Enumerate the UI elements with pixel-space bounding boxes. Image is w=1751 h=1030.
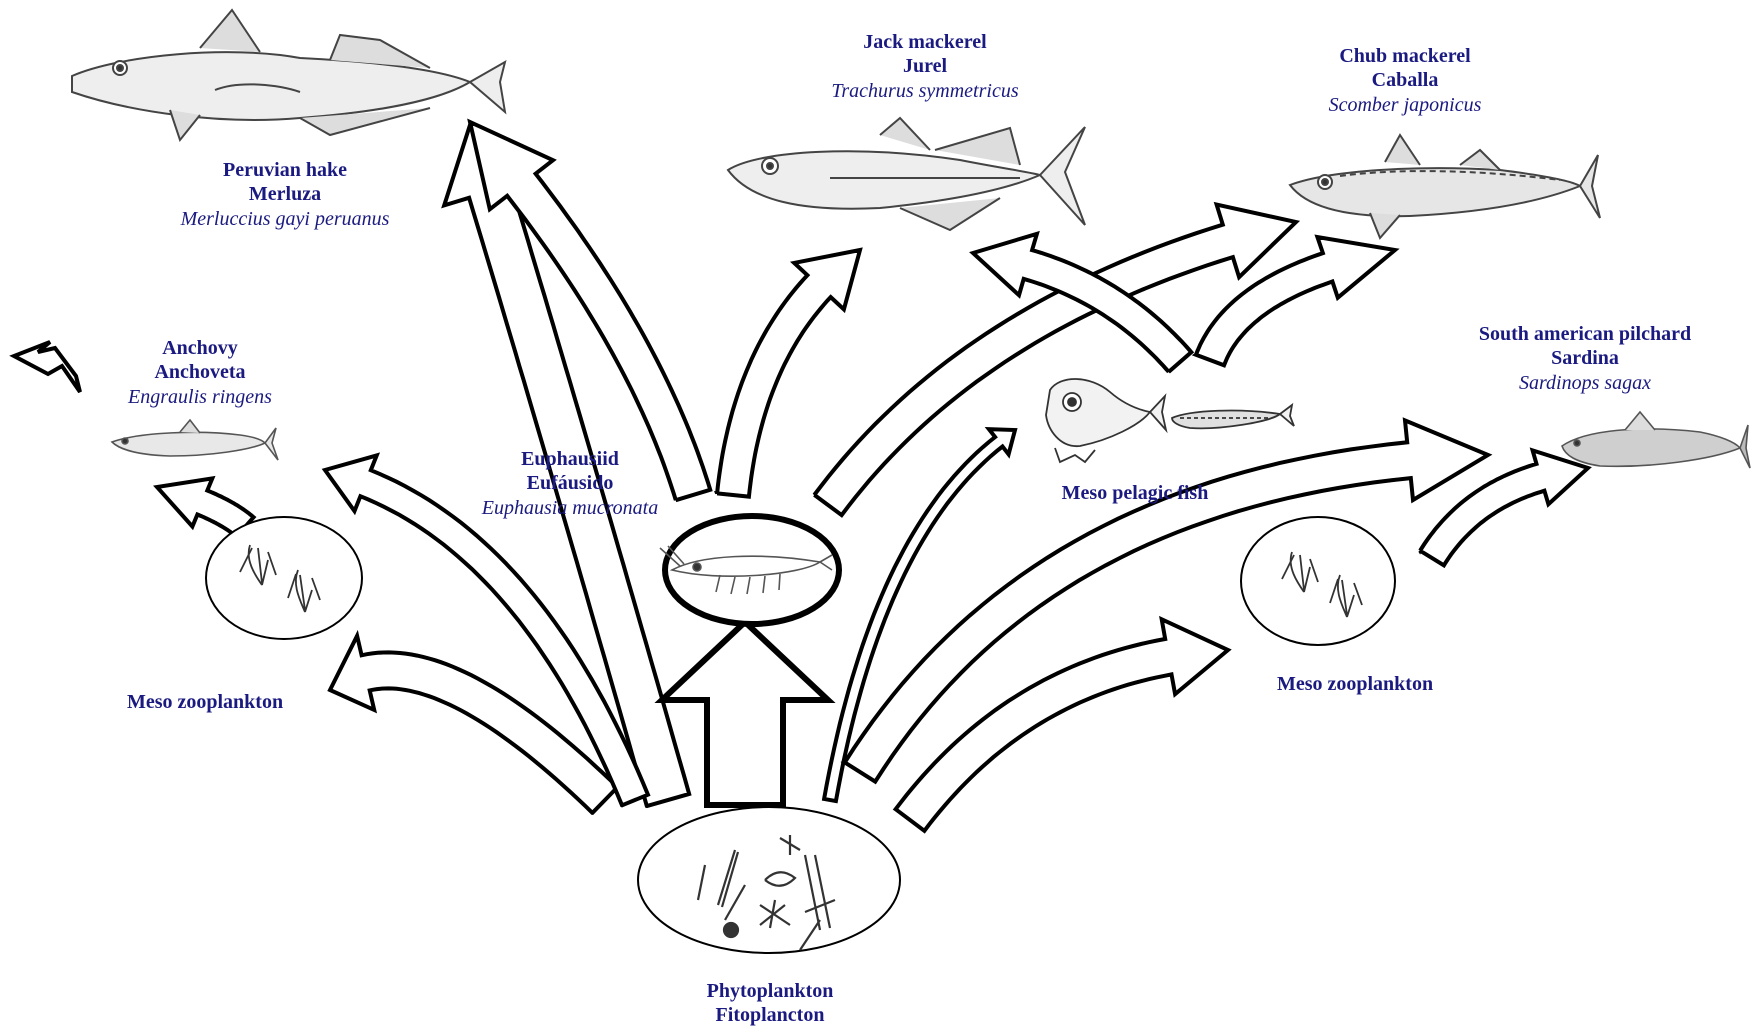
jack-common-name: Jack mackerel [795, 30, 1055, 54]
pilchard-common-name: South american pilchard [1440, 322, 1730, 346]
label-mesopelagic-fish: Meso pelagic fish [1025, 481, 1245, 505]
arrow-euph-to-jack [717, 250, 860, 497]
hake-common-name: Peruvian hake [145, 158, 425, 182]
anchovy-local-name: Anchoveta [90, 360, 310, 384]
pilchard-local-name: Sardina [1440, 346, 1730, 370]
jack-scientific-name: Trachurus symmetricus [795, 79, 1055, 103]
mesopelagic-name: Meso pelagic fish [1025, 481, 1245, 505]
label-euphausiid: Euphausiid Eufáusido Euphausia mucronata [450, 447, 690, 520]
chub-local-name: Caballa [1280, 68, 1530, 92]
jack-mackerel-sketch [728, 118, 1085, 230]
label-peruvian-hake: Peruvian hake Merluza Merluccius gayi pe… [145, 158, 425, 231]
phyto-common-name: Phytoplankton [650, 979, 890, 1003]
chub-scientific-name: Scomber japonicus [1280, 93, 1530, 117]
euphausiid-local-name: Eufáusido [450, 471, 690, 495]
arrow-anchovy-exit [14, 342, 80, 392]
zoo-left-name: Meso zooplankton [90, 690, 320, 714]
zoo-left-ellipse [206, 517, 362, 639]
label-pilchard: South american pilchard Sardina Sardinop… [1440, 322, 1730, 395]
pilchard-sketch [1562, 412, 1750, 468]
label-phytoplankton: Phytoplankton Fitoplancton [650, 979, 890, 1028]
anchovy-sketch [112, 420, 278, 460]
anchovy-scientific-name: Engraulis ringens [90, 385, 310, 409]
euphausiid-scientific-name: Euphausia mucronata [450, 496, 690, 520]
phyto-local-name: Fitoplancton [650, 1003, 890, 1027]
pilchard-scientific-name: Sardinops sagax [1440, 371, 1730, 395]
label-zooplankton-left: Meso zooplankton [90, 690, 320, 714]
arrow-phyto-to-euphausiid [662, 622, 828, 805]
euphausiid-common-name: Euphausiid [450, 447, 690, 471]
label-zooplankton-right: Meso zooplankton [1240, 672, 1470, 696]
label-chub-mackerel: Chub mackerel Caballa Scomber japonicus [1280, 44, 1530, 117]
zoo-right-name: Meso zooplankton [1240, 672, 1470, 696]
label-anchovy: Anchovy Anchoveta Engraulis ringens [90, 336, 310, 409]
jack-local-name: Jurel [795, 54, 1055, 78]
hake-sketch [72, 10, 505, 140]
hake-scientific-name: Merluccius gayi peruanus [145, 207, 425, 231]
hake-local-name: Merluza [145, 182, 425, 206]
chub-mackerel-sketch [1290, 135, 1600, 238]
anchovy-common-name: Anchovy [90, 336, 310, 360]
phyto-ellipse [638, 807, 900, 953]
mesopelagic-fish-sketch [1046, 379, 1294, 462]
chub-common-name: Chub mackerel [1280, 44, 1530, 68]
label-jack-mackerel: Jack mackerel Jurel Trachurus symmetricu… [795, 30, 1055, 103]
euphausiid-ellipse [665, 516, 839, 624]
